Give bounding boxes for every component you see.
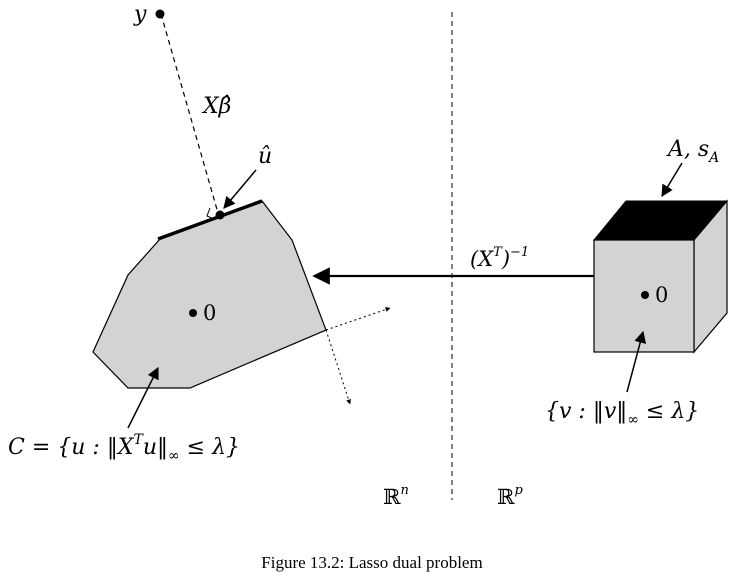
label-set-v: {v : ‖v‖∞ ≤ λ} bbox=[545, 399, 699, 428]
label-x-beta-hat: Xβ̂ bbox=[201, 94, 231, 119]
point-u-hat bbox=[215, 210, 225, 220]
polytope-c bbox=[92, 200, 327, 389]
dotted-ray-down bbox=[325, 329, 351, 405]
label-zero-right: 0 bbox=[655, 283, 668, 307]
figure-caption: Figure 13.2: Lasso dual problem bbox=[261, 553, 482, 572]
right-angle-marker bbox=[206, 207, 215, 220]
label-y: y bbox=[133, 2, 147, 27]
arrow-u-hat bbox=[223, 169, 257, 209]
dotted-ray-right bbox=[325, 307, 391, 331]
label-inverse-map: (XT)−1 bbox=[470, 245, 529, 271]
label-space-rp: ℝp bbox=[497, 483, 523, 509]
projection-dashed-line bbox=[160, 13, 219, 214]
arrow-set-c bbox=[127, 366, 159, 429]
label-space-rn: ℝn bbox=[383, 483, 409, 509]
arrow-set-v bbox=[626, 330, 647, 393]
label-zero-left: 0 bbox=[203, 301, 216, 325]
label-u-hat: û bbox=[258, 144, 272, 169]
label-set-c: C = {u : ‖XTu‖∞ ≤ λ} bbox=[8, 432, 240, 464]
label-a-sa: A, sA bbox=[666, 137, 719, 166]
arrow-a-sa bbox=[661, 162, 683, 198]
origin-right bbox=[641, 291, 649, 299]
origin-left bbox=[189, 309, 197, 317]
point-y bbox=[155, 9, 165, 19]
thick-face bbox=[157, 199, 263, 241]
